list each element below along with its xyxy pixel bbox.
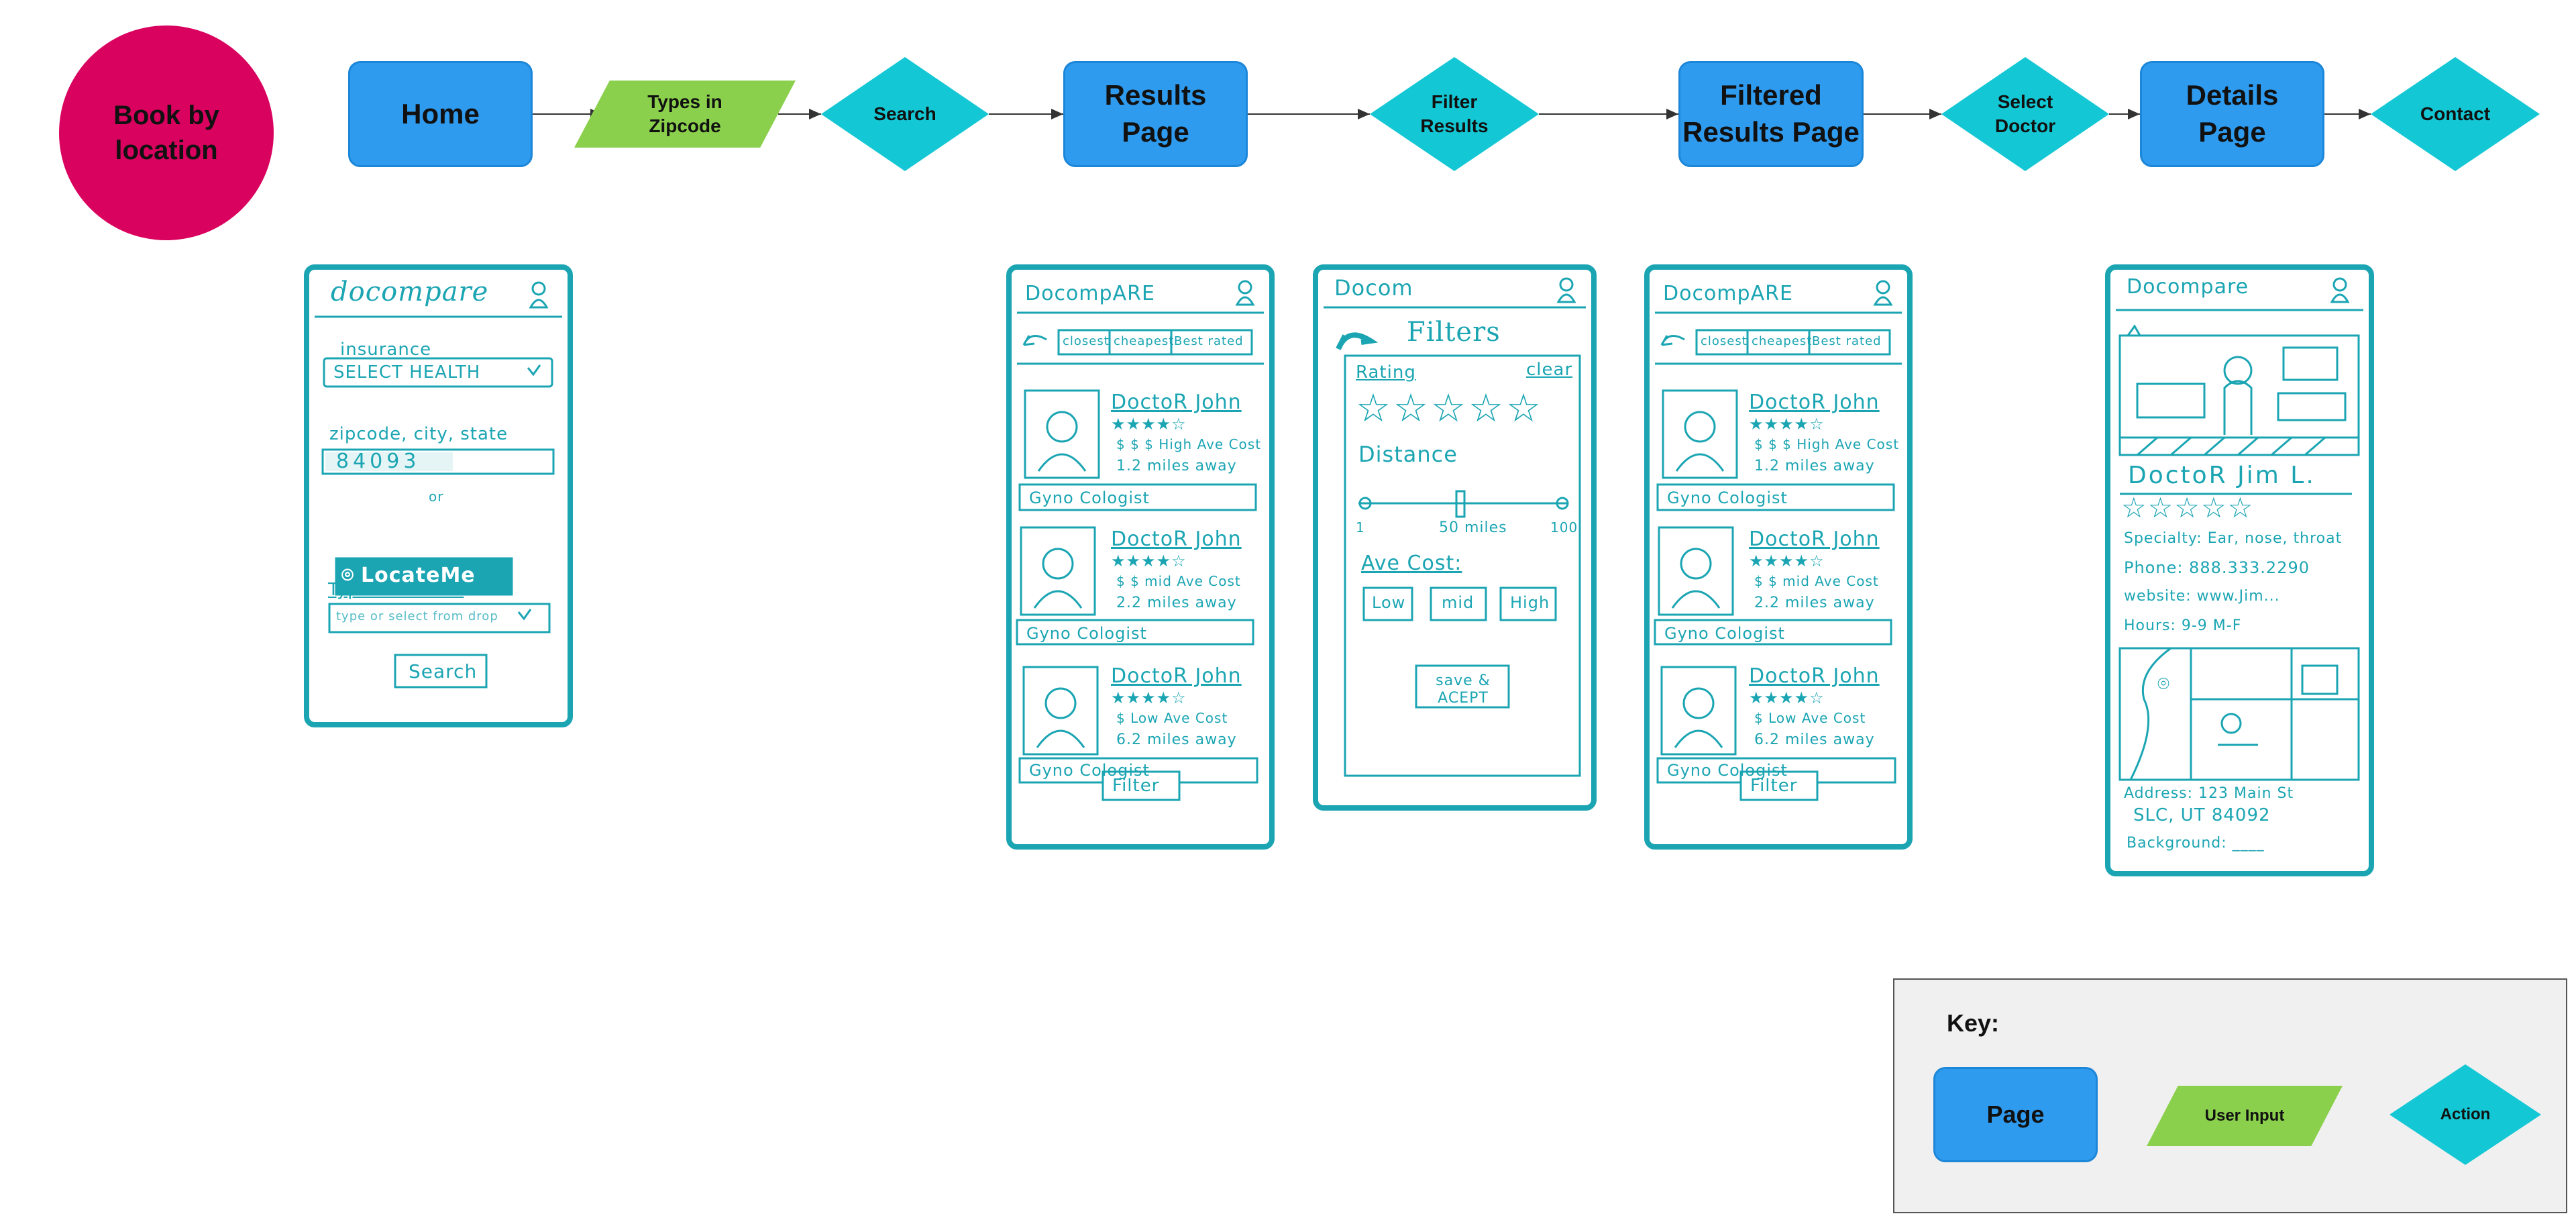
- brand-logo: Docom: [1334, 275, 1413, 301]
- star-rating: ☆☆☆☆☆: [2121, 491, 2255, 524]
- zip-input[interactable]: 84093: [336, 450, 421, 473]
- doctor-specialty: Gyno Cologist: [1664, 624, 1785, 643]
- page-node-details: Details Page: [2140, 61, 2324, 167]
- doctor-hours: Hours: 9-9 M-F: [2124, 617, 2242, 634]
- locate-me-label: LocateMe: [361, 564, 476, 587]
- wireframe-details: Docompare ↶ DoctoR Jim L. ☆☆☆☆☆ Specialt…: [2105, 264, 2374, 876]
- doctor-cost: $ $ mid Ave Cost: [1754, 573, 1879, 589]
- cost-option-low[interactable]: Low: [1372, 593, 1406, 612]
- doctor-name[interactable]: DoctoR John: [1749, 527, 1880, 551]
- wireframe-details-sketch: [2116, 277, 2363, 781]
- wireframe-filters: Docom ↶ Filters Rating clear ☆☆☆☆☆ Dista…: [1313, 264, 1597, 811]
- page-node-results: Results Page: [1063, 61, 1248, 167]
- wireframe-filtered-results: DocompARE closest cheapest Best rated Do…: [1644, 264, 1913, 850]
- legend-user-input: User Input: [2147, 1086, 2343, 1146]
- wireframe-home: docompare insurance SELECT HEALTH zipcod…: [304, 264, 573, 727]
- doctor-distance: 2.2 miles away: [1754, 595, 1875, 611]
- filter-button[interactable]: Filter: [1112, 776, 1160, 796]
- doctor-name[interactable]: DoctoR John: [1749, 391, 1880, 414]
- search-button[interactable]: Search: [409, 660, 478, 682]
- locate-me-button[interactable]: ⌾ LocateMe: [341, 564, 476, 587]
- wireframe-results-sketch: [1016, 280, 1264, 801]
- doctor-distance: 6.2 miles away: [1754, 731, 1875, 748]
- wireframe-filters-sketch: [1324, 277, 1586, 777]
- brand-logo: DocompARE: [1663, 282, 1793, 305]
- input-node-types-in-zipcode: Types in Zipcode: [574, 81, 796, 148]
- filter-button[interactable]: Filter: [1750, 776, 1798, 796]
- location-pin-icon: ⌾: [341, 564, 354, 587]
- doctor-name[interactable]: DoctoR John: [1749, 664, 1880, 688]
- page-node-home: Home: [348, 61, 533, 167]
- ave-cost-label: Ave Cost:: [1361, 552, 1462, 575]
- cost-option-high[interactable]: High: [1510, 593, 1550, 612]
- save-accept-button[interactable]: save & ACEPT: [1436, 672, 1491, 707]
- doctor-address: Address: 123 Main St: [2124, 785, 2294, 802]
- wireframe-filtered-sketch: [1654, 280, 1902, 801]
- sort-tab-cheapest[interactable]: cheapest: [1114, 334, 1175, 348]
- rating-label: Rating: [1356, 362, 1416, 382]
- brand-logo: docompare: [331, 276, 489, 307]
- doctor-name[interactable]: DoctoR John: [1111, 664, 1242, 688]
- doctor-specialty: Gyno Cologist: [1667, 761, 1788, 780]
- doctor-distance: 6.2 miles away: [1116, 731, 1237, 748]
- sort-tab-best-rated[interactable]: Best rated: [1812, 334, 1882, 348]
- sort-tab-closest[interactable]: closest: [1701, 334, 1748, 348]
- doctor-background: Background: ____: [2127, 835, 2265, 852]
- doctor-name: DoctoR Jim L.: [2128, 462, 2316, 489]
- insurance-select[interactable]: SELECT HEALTH: [333, 362, 481, 382]
- legend-title: Key:: [1947, 1009, 2000, 1037]
- doctor-name[interactable]: DoctoR John: [1111, 527, 1242, 551]
- distance-label: Distance: [1358, 442, 1458, 467]
- doctor-cost: $ $ $ High Ave Cost: [1754, 436, 1900, 452]
- doctor-cost: $ $ $ High Ave Cost: [1116, 436, 1262, 452]
- star-rating: ★★★★☆: [1111, 688, 1187, 707]
- brand-logo: DocompARE: [1025, 282, 1155, 305]
- map-pin-icon: ⌾: [2157, 672, 2170, 696]
- doctor-cost: $ Low Ave Cost: [1116, 710, 1228, 726]
- star-rating: ★★★★☆: [1111, 552, 1187, 570]
- doctor-specialty: Gyno Cologist: [1029, 761, 1150, 780]
- doctor-specialty: Specialty: Ear, nose, throat: [2124, 530, 2343, 547]
- doctor-name[interactable]: DoctoR John: [1111, 391, 1242, 414]
- doctor-city: SLC, UT 84092: [2133, 805, 2271, 825]
- distance-max: 100: [1550, 519, 1578, 536]
- sort-tab-cheapest[interactable]: cheapest: [1752, 334, 1813, 348]
- sort-tab-best-rated[interactable]: Best rated: [1174, 334, 1244, 348]
- doctor-distance: 1.2 miles away: [1116, 458, 1237, 474]
- legend-key: Key: Page User Input Action: [1893, 978, 2567, 1213]
- star-rating: ★★★★☆: [1749, 552, 1825, 570]
- doctor-cost: $ Low Ave Cost: [1754, 710, 1866, 726]
- wireframe-home-sketch: [315, 281, 562, 688]
- doctor-specialty: Gyno Cologist: [1026, 624, 1147, 643]
- zip-label: zipcode, city, state: [329, 424, 508, 444]
- doctor-distance: 2.2 miles away: [1116, 595, 1237, 611]
- star-rating: ★★★★☆: [1749, 415, 1825, 434]
- legend-page: Page: [1933, 1067, 2098, 1162]
- brand-logo: Docompare: [2127, 275, 2249, 299]
- doctor-type-heading: Type of Doctor: [328, 580, 464, 600]
- sort-tab-closest[interactable]: closest: [1063, 334, 1110, 348]
- star-rating: ★★★★☆: [1111, 415, 1187, 434]
- distance-slider-value[interactable]: 50 miles: [1439, 519, 1507, 536]
- doctor-website[interactable]: website: www.Jim...: [2124, 588, 2280, 605]
- doctor-type-dropdown[interactable]: type or select from drop: [336, 609, 498, 623]
- filters-title: Filters: [1407, 317, 1501, 348]
- legend-action: Action: [2390, 1064, 2541, 1165]
- doctor-specialty: Gyno Cologist: [1667, 489, 1788, 507]
- doctor-specialty: Gyno Cologist: [1029, 489, 1150, 507]
- doctor-phone[interactable]: Phone: 888.333.2290: [2124, 558, 2310, 577]
- clear-link[interactable]: clear: [1526, 360, 1573, 380]
- insurance-label: insurance: [340, 340, 432, 360]
- cost-option-mid[interactable]: mid: [1442, 593, 1474, 612]
- doctor-distance: 1.2 miles away: [1754, 458, 1875, 474]
- distance-min: 1: [1356, 519, 1365, 536]
- page-node-filtered-results: Filtered Results Page: [1678, 61, 1864, 167]
- doctor-cost: $ $ mid Ave Cost: [1116, 573, 1241, 589]
- or-label: or: [429, 489, 444, 505]
- rating-stars-selector[interactable]: ☆☆☆☆☆: [1356, 385, 1544, 431]
- wireframe-results: DocompARE ↶ closest cheapest Best rated …: [1006, 264, 1275, 850]
- start-node-book-by-location: Book by location: [59, 26, 274, 240]
- star-rating: ★★★★☆: [1749, 688, 1825, 707]
